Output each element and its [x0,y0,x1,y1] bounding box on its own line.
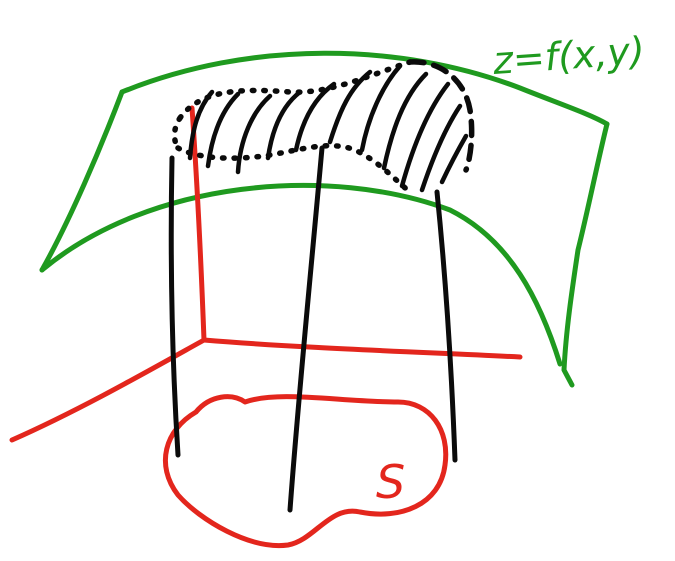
solid-vertical-edges [168,145,458,513]
region-s-outline [162,394,449,549]
surface-label: z=f(x,y) [491,28,647,83]
surface-z-f-xy [39,50,610,388]
surface-right-edge [561,121,610,388]
hatch-line [293,81,337,153]
hatch-line [399,81,451,189]
hatch-line [265,89,303,161]
patch-back-dotted [177,59,413,121]
hatch-line [205,91,241,169]
x-axis [9,337,207,443]
patch-hatching [187,63,469,193]
vertical-line-right [434,189,458,463]
vertical-line-middle [287,145,325,513]
y-axis [201,337,523,360]
region-s-label: S [376,455,405,509]
surface-left-edge [39,89,125,273]
surface-front-edge [39,182,563,367]
hatch-line [187,89,215,161]
patch-right-dashed [407,59,475,173]
hatch-line [327,69,373,145]
vertical-line-left [168,155,181,458]
hatch-line [235,93,273,175]
patch-left-dotted [171,115,183,151]
hatch-line [439,133,469,185]
hatch-line [419,103,463,193]
hatch-line [359,63,403,153]
hatch-line [381,71,429,171]
region-s: S [162,394,449,549]
top-patch-boundary [171,59,475,195]
